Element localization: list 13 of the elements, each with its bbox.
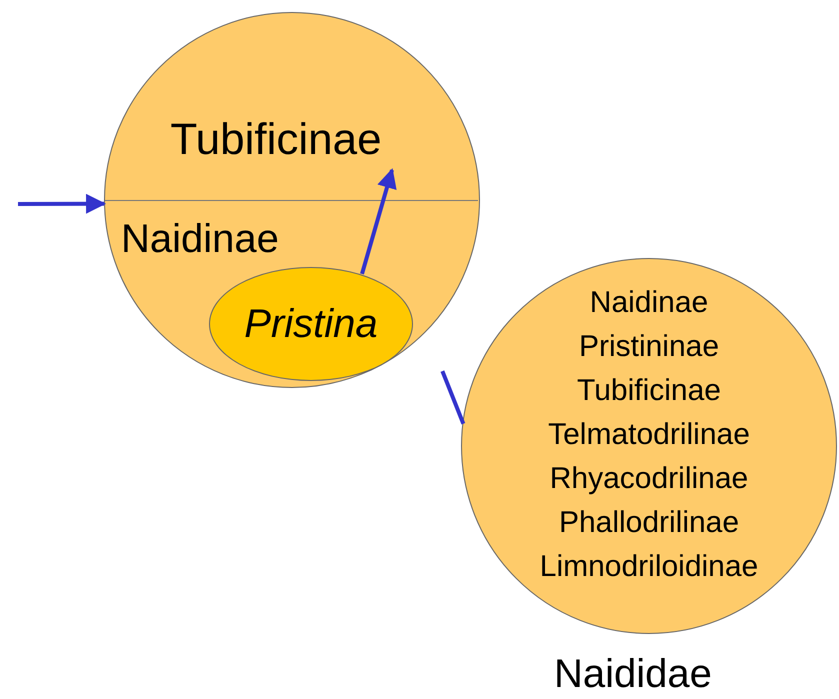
taxon-name: Naidinae <box>121 211 351 267</box>
taxon-name: Tubificinae <box>577 373 721 409</box>
arrow <box>360 168 397 275</box>
taxon-name: Telmatodrilinae <box>548 417 750 453</box>
arrow <box>18 194 106 214</box>
taxon-name: Pristininae <box>578 329 720 365</box>
family-name: Naididae <box>554 652 712 697</box>
taxon-name: Limnodriloidinae <box>540 549 758 585</box>
taxon-name: Phallodrilinae <box>558 505 740 541</box>
genus-name: Pristina <box>244 302 378 346</box>
taxon-name: Naidinae <box>590 285 708 321</box>
taxon-name: Tubificinae <box>141 109 411 171</box>
taxon-name: Rhyacodrilinae <box>550 461 748 497</box>
